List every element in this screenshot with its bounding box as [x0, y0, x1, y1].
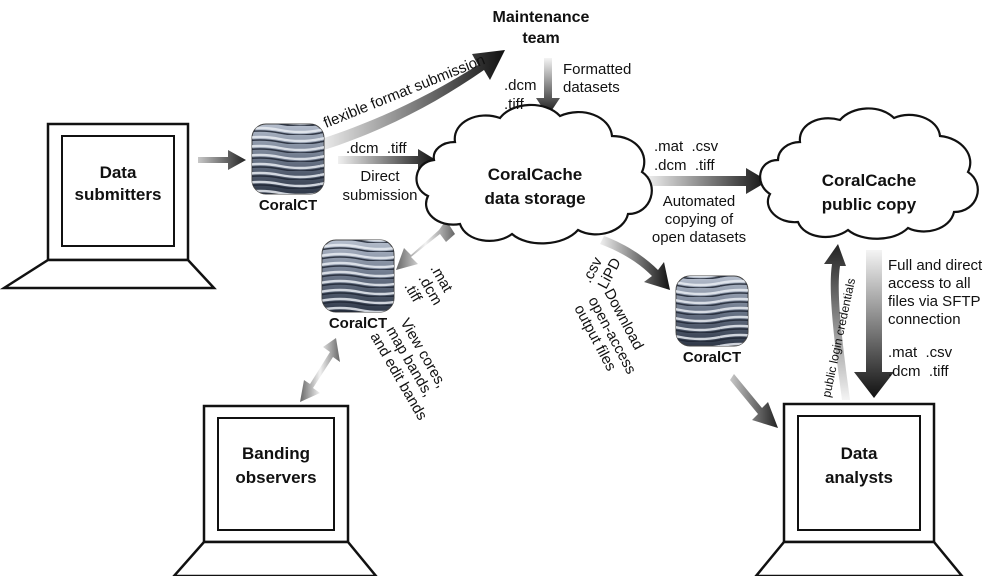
maintenance-to-storage-arrow: [536, 58, 560, 116]
formatted-datasets-line1: Formatted: [563, 61, 631, 78]
analysts-line1: Data: [841, 444, 878, 463]
public-copy-title-line2: public copy: [822, 195, 917, 214]
storage-view-bidirectional-arrow: [396, 220, 455, 270]
public-copy-cloud: CoralCache public copy: [759, 107, 979, 240]
coralct-download-app: CoralCT: [675, 275, 749, 366]
sftp-desc-line2: access to all: [888, 275, 971, 292]
formatted-datasets-line2: datasets: [563, 79, 620, 96]
sftp-formats-line1: .mat .csv: [888, 344, 953, 361]
sftp-formats-line2: .dcm .tiff: [888, 363, 949, 380]
storage-cloud: CoralCache data storage: [415, 103, 653, 245]
automated-copy-arrow: [646, 168, 768, 194]
sftp-desc-line4: connection: [888, 311, 961, 328]
coralct-submit-caption: CoralCT: [259, 197, 317, 214]
observers-line2: observers: [235, 468, 316, 487]
maint-format-tiff: .tiff: [504, 96, 525, 113]
maintenance-line1: Maintenance: [493, 9, 590, 26]
flexible-submission-arrow: [318, 50, 505, 150]
sftp-access-arrow: [854, 250, 894, 398]
submitters-line2: submitters: [75, 185, 162, 204]
copy-formats-line1: .mat .csv: [654, 138, 719, 155]
analysts-computer: Data analysts: [754, 402, 964, 576]
observers-computer: Banding observers: [172, 404, 378, 576]
automated-copying-line1: Automated: [663, 193, 736, 210]
maint-format-dcm: .dcm: [504, 77, 537, 94]
sftp-desc-line3: files via SFTP: [888, 293, 981, 310]
maintenance-line2: team: [522, 30, 559, 47]
automated-copying-line2: copying of: [665, 211, 734, 228]
analysts-line2: analysts: [825, 468, 893, 487]
direct-submission-line2: submission: [342, 187, 417, 204]
observers-line1: Banding: [242, 444, 310, 463]
submitters-line1: Data: [100, 163, 137, 182]
download-arrow: [600, 236, 670, 290]
copy-formats-line2: .dcm .tiff: [654, 157, 715, 174]
submitters-to-coralct-arrow: [198, 150, 246, 170]
direct-submission-arrow: [338, 149, 436, 171]
public-login-arrow: [824, 244, 850, 400]
coralct-view-app: CoralCT: [321, 239, 395, 332]
direct-submission-line1: Direct: [360, 168, 400, 185]
public-copy-title-line1: CoralCache: [822, 171, 916, 190]
flexible-submission-label: flexible format submission: [321, 51, 487, 131]
download-to-analysts-arrow: [730, 374, 778, 428]
submitters-computer: Data submitters: [0, 122, 217, 290]
automated-copying-line3: open datasets: [652, 229, 746, 246]
view-observers-bidirectional-arrow: [300, 338, 340, 402]
sftp-desc-line1: Full and direct: [888, 257, 983, 274]
maintenance-team: Maintenance team: [493, 9, 590, 47]
coralct-download-caption: CoralCT: [683, 349, 741, 366]
coralct-submit-app: CoralCT: [251, 123, 325, 214]
storage-title-line1: CoralCache: [488, 165, 582, 184]
storage-title-line2: data storage: [484, 189, 585, 208]
coralct-view-caption: CoralCT: [329, 315, 387, 332]
direct-formats-label: .dcm .tiff: [346, 140, 407, 157]
